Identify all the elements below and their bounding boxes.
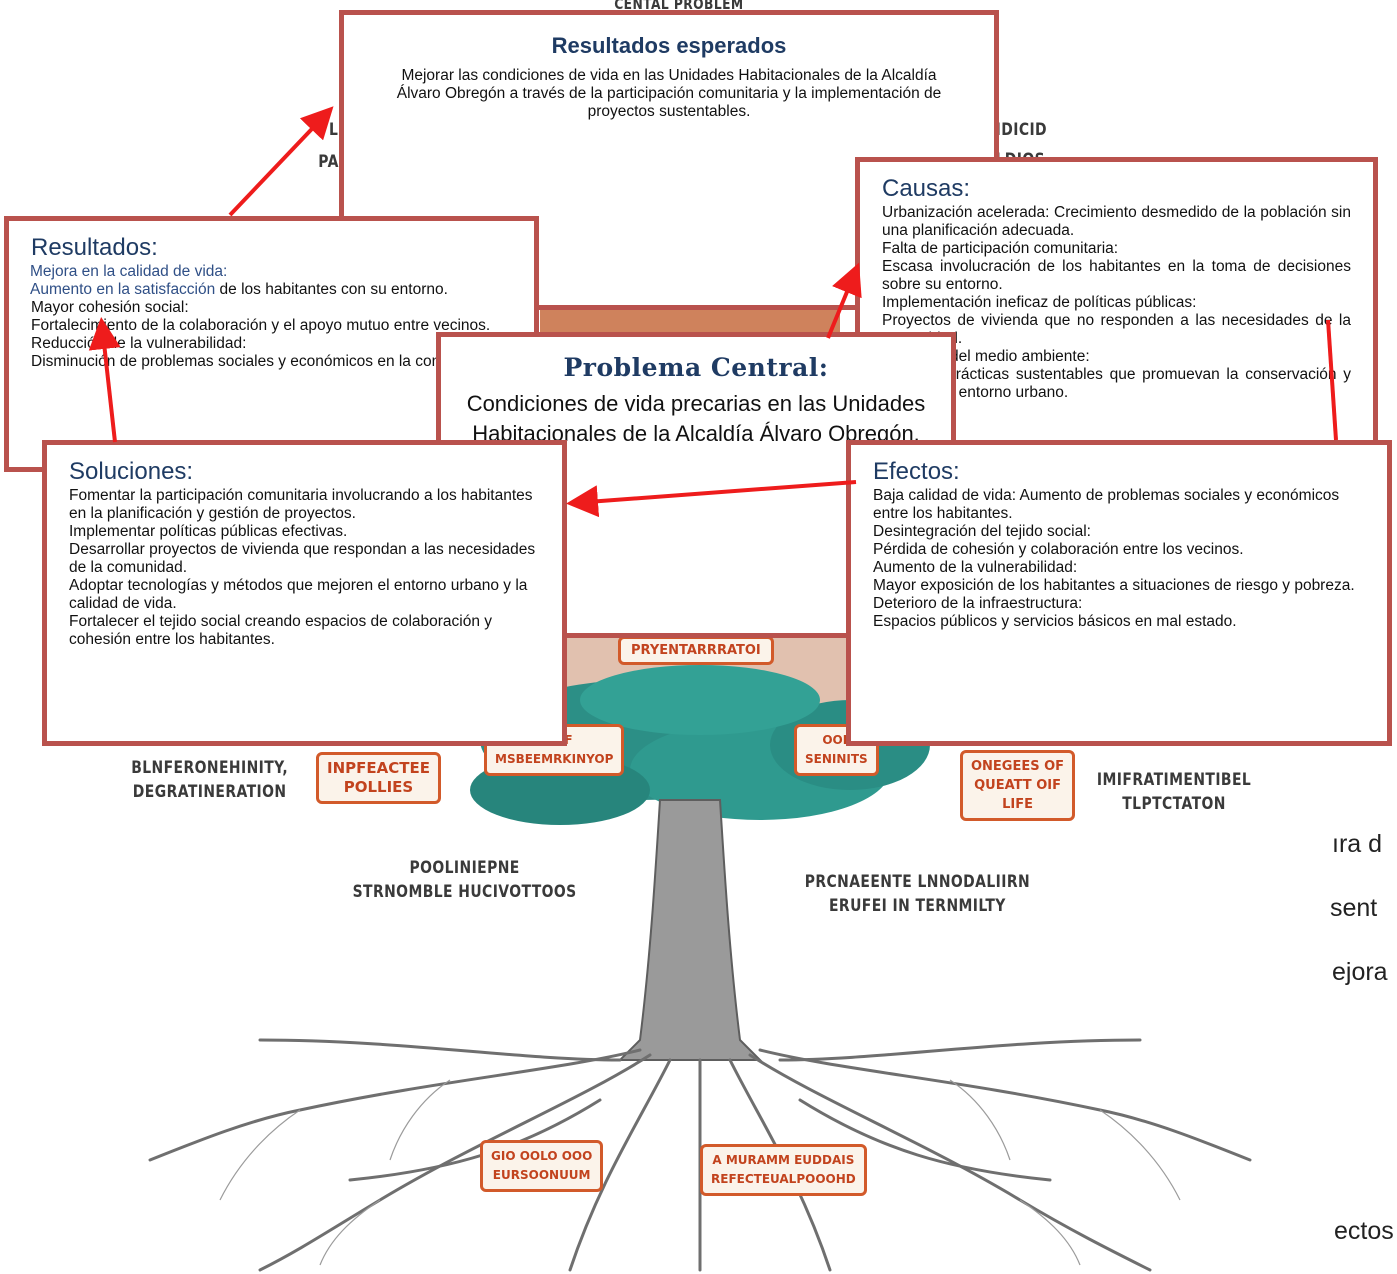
causas-line: Urbanización acelerada: Crecimiento desm… xyxy=(882,204,1351,239)
illustration-left-fragment-1: L xyxy=(329,120,339,140)
right-text-fragment-1: ıra d xyxy=(1332,830,1383,858)
efectos-line: Desintegración del tejido social: xyxy=(873,523,1091,540)
soluciones-line: Desarrollar proyectos de vivienda que re… xyxy=(69,541,536,576)
soluciones-line: Implementar políticas públicas efectivas… xyxy=(69,523,348,540)
illustration-label-left-2: POOLINIEPNE STRNOMBLE HUCIVOTTOOS xyxy=(352,858,577,902)
illustration-root-sign-left: GIO OOLO OOO EURSOONUUM xyxy=(480,1140,604,1192)
right-text-fragment-3: ejora xyxy=(1332,958,1388,986)
soluciones-title: Soluciones: xyxy=(69,458,194,485)
causas-line: Escasa involucración de los habitantes e… xyxy=(882,258,1351,293)
resultados-line: Mayor cohesión social: xyxy=(31,299,189,316)
resultados-line-2: Aumento en la satisfacción de los habita… xyxy=(30,281,512,299)
illustration-sign-left: INPFEACTEE POLLIES xyxy=(316,752,441,804)
illustration-label-right-1: IMIFRATIMENTIBEL TLPTCTATON xyxy=(1096,770,1252,814)
efectos-line: Espacios públicos y servicios básicos en… xyxy=(873,613,1237,630)
box-efectos: Efectos: Baja calidad de vida: Aumento d… xyxy=(846,440,1392,746)
illustration-right-fragment-2: LDIOS xyxy=(995,148,1045,158)
problema-central-body: Condiciones de vida precarias en las Uni… xyxy=(466,391,926,446)
illustration-left-fragment-2: PA xyxy=(318,152,339,172)
right-text-fragment-2: sent xyxy=(1330,894,1378,922)
resultados-line-2-highlight: Aumento en la satisfacción xyxy=(30,281,216,298)
tree-roots xyxy=(148,1038,1252,1272)
causas-line: Falta de participación comunitaria: xyxy=(882,240,1119,257)
box-soluciones: Soluciones: Fomentar la participación co… xyxy=(42,440,567,746)
causas-line: Implementación ineficaz de políticas púb… xyxy=(882,294,1197,311)
resultados-esperados-title: Resultados esperados xyxy=(551,33,787,58)
tree-trunk xyxy=(617,799,763,1061)
illustration-sign-center: PRYENTARRRATOI xyxy=(618,636,774,665)
efectos-line: Aumento de la vulnerabilidad: xyxy=(873,559,1078,576)
illustration-root-sign-right: A MURAMM EUDDAIS REFECTEUALPOOOHD xyxy=(700,1144,867,1196)
resultados-line-1: Mejora en la calidad de vida: xyxy=(30,263,228,280)
right-text-fragment-4: ectos xyxy=(1334,1217,1394,1245)
soluciones-line: Fortalecer el tejido social creando espa… xyxy=(69,613,493,648)
resultados-title: Resultados: xyxy=(31,234,158,261)
efectos-line: Pérdida de cohesión y colaboración entre… xyxy=(873,541,1244,558)
problema-central-title: Problema Central: xyxy=(563,353,829,382)
efectos-line: Baja calidad de vida: Aumento de problem… xyxy=(873,487,1340,522)
soluciones-line: Fomentar la participación comunitaria in… xyxy=(69,487,533,522)
illustration-sign-right: ONEGEES OF QUEATT OIF LIFE xyxy=(960,750,1076,821)
resultados-line: Reducción de la vulnerabilidad: xyxy=(31,335,247,352)
efectos-title: Efectos: xyxy=(873,458,960,485)
resultados-line-2-rest: de los habitantes con su entorno. xyxy=(215,281,448,298)
illustration-top-label: CENTAL PROBLEM xyxy=(614,0,744,13)
tree-fine-roots xyxy=(219,1079,1181,1266)
resultados-line: Fortalecimiento de la colaboración y el … xyxy=(31,317,491,334)
efectos-line: Mayor exposición de los habitantes a sit… xyxy=(873,577,1355,594)
illustration-right-fragment-1: IDICID xyxy=(995,120,1048,140)
efectos-line: Deterioro de la infraestructura: xyxy=(873,595,1083,612)
soluciones-line: Adoptar tecnologías y métodos que mejore… xyxy=(69,577,528,612)
causas-title: Causas: xyxy=(882,175,971,202)
resultados-line: Disminución de problemas sociales y econ… xyxy=(31,353,496,370)
resultados-esperados-body: Mejorar las condiciones de vida en las U… xyxy=(396,67,942,120)
illustration-label-left-1: BLNFERONEHINITY, DEGRATINERATION xyxy=(131,758,289,802)
illustration-label-right-2: PRCNAEENTE LNNODALIIRN ERUFEI IN TERNMIL… xyxy=(804,872,1031,916)
